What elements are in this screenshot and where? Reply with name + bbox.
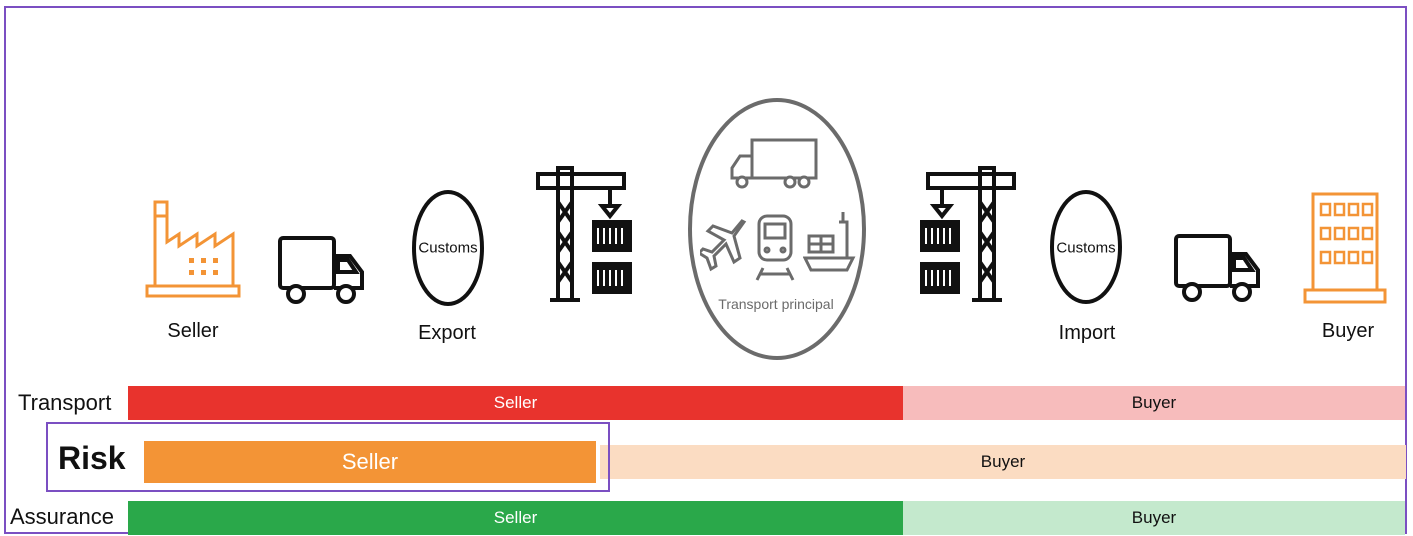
truck-icon: [1174, 234, 1260, 302]
import-customs-circle-icon: [1050, 190, 1122, 304]
truck-icon: [730, 138, 818, 189]
ship-icon: [803, 212, 856, 272]
assurance-buyer-bar: Buyer: [903, 501, 1405, 535]
train-icon: [755, 214, 795, 281]
assurance-row-label: Assurance: [10, 504, 114, 529]
export-customs-text: Customs: [418, 239, 478, 257]
factory-icon: [145, 200, 241, 298]
truck-icon: [278, 236, 364, 304]
crane-icon: [920, 166, 1016, 302]
transport-row-label: Transport: [18, 390, 112, 415]
risk-highlight-box: [46, 422, 610, 492]
risk-buyer-bar: Buyer: [600, 445, 1406, 479]
transport-principal-text: Transport principal: [718, 296, 834, 312]
buyer-label: Buyer: [1321, 320, 1375, 342]
transport-seller-bar: Seller: [128, 386, 903, 420]
risk-row-label: Risk: [58, 440, 126, 476]
import-label: Import: [1058, 322, 1116, 344]
risk-seller-bar: Seller: [144, 441, 596, 483]
airplane-icon: [700, 219, 747, 272]
seller-label: Seller: [167, 320, 219, 342]
crane-icon: [536, 166, 632, 302]
import-customs-text: Customs: [1056, 239, 1116, 257]
building-icon: [1303, 192, 1387, 304]
export-label: Export: [418, 322, 476, 344]
transport-principal-circle-icon: [688, 98, 866, 360]
export-customs-circle-icon: [412, 190, 484, 306]
transport-buyer-bar: Buyer: [903, 386, 1405, 420]
assurance-seller-bar: Seller: [128, 501, 903, 535]
